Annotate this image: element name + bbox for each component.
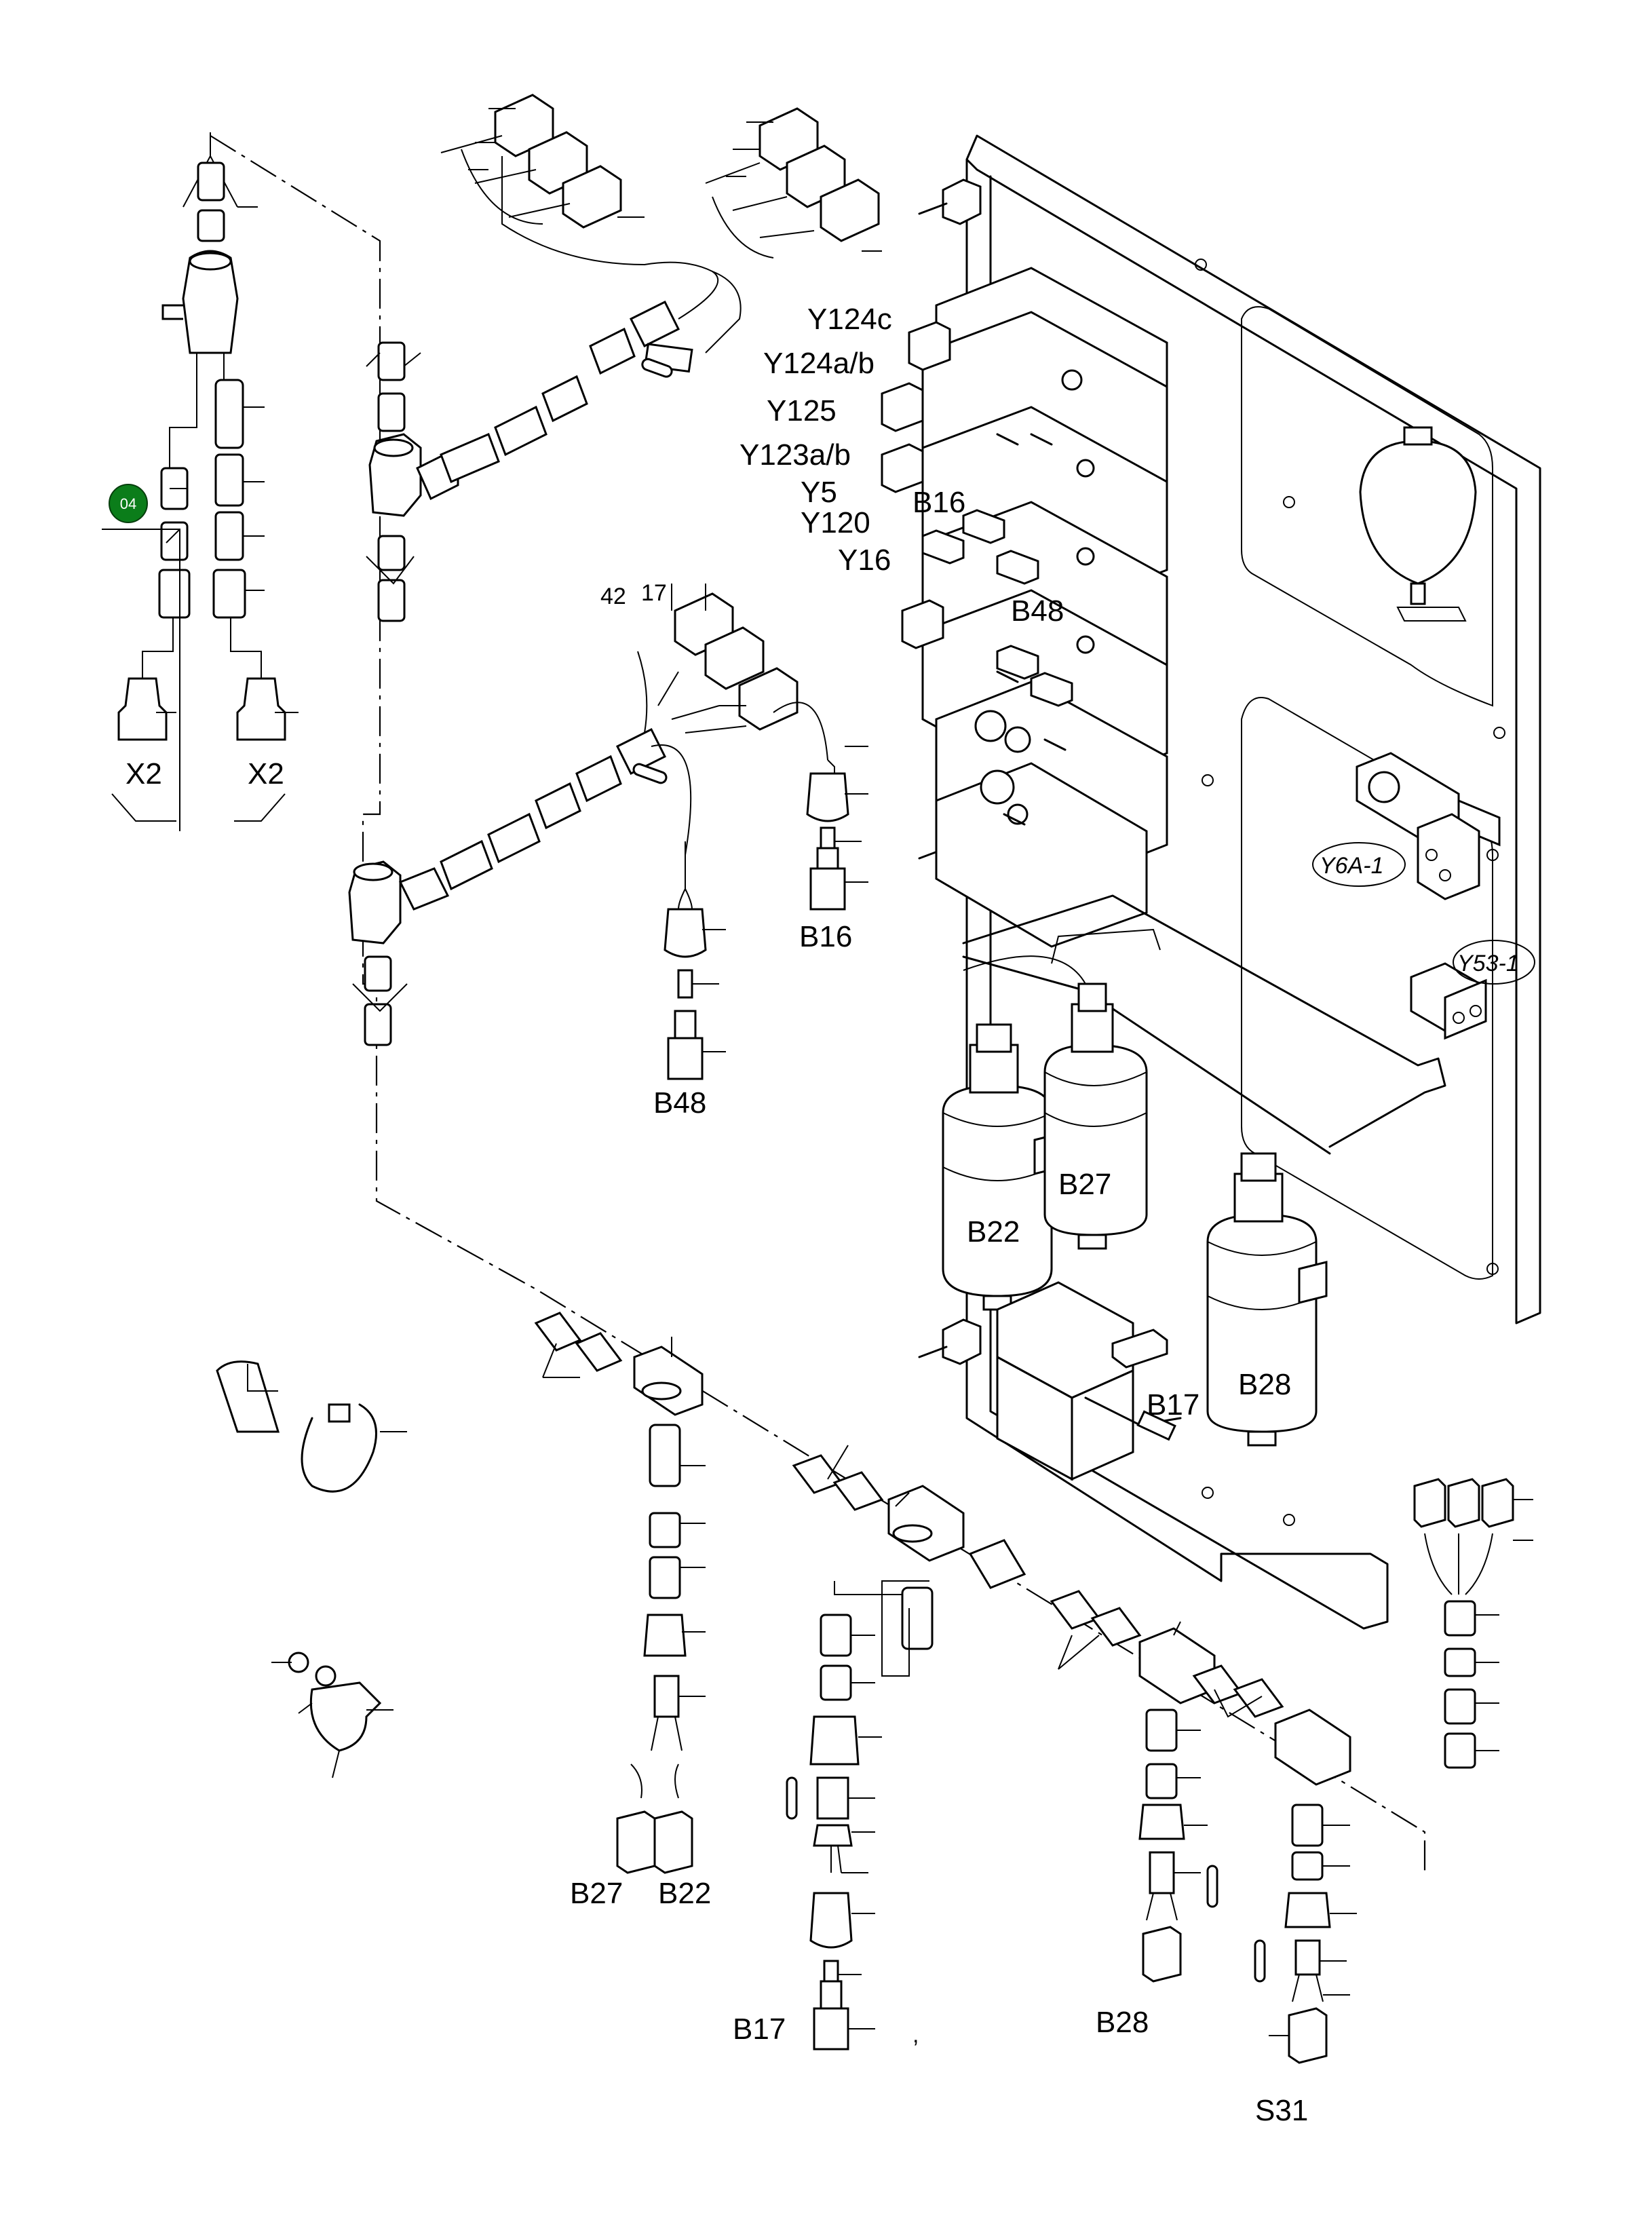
x2-label-right: X2 [248,757,284,790]
label-b16-sensor: B16 [799,920,852,953]
lower-route-chain-2 [792,1445,1351,1786]
label-b48-valve: B48 [1011,594,1064,628]
mid-connector-cluster [637,592,828,761]
label-b28-conn: B28 [1096,2006,1149,2039]
pin [1254,1939,1266,1983]
valve-block [881,267,1168,948]
sensor-b48 [664,841,726,1080]
label-y125: Y125 [767,394,837,427]
connector-s31-chain [1269,1804,1357,2064]
connector-b28-chain [1138,1709,1208,1983]
solenoid-y53 [1410,962,1487,1040]
label-b28-filter: B28 [1238,1368,1291,1401]
label-s31: S31 [1255,2094,1308,2127]
callout-y6a: Y6A-1 [1312,842,1406,887]
cable-sleeve [216,1360,280,1433]
mid-tee-group [348,727,692,1046]
pin [641,358,673,378]
right-connector-cluster [1413,1478,1533,1769]
pipe-clamp [271,1652,393,1778]
label-b22-conn: B22 [658,1877,711,1910]
label-y124c: Y124c [807,303,892,336]
label-b17-block: B17 [1147,1388,1199,1422]
upper-connector-chain [440,156,742,483]
svg-text:Y53-1: Y53-1 [1457,951,1519,976]
label-b27-filter: B27 [1058,1168,1111,1201]
label-b17-sensor: B17 [733,2013,786,2046]
top-connector-cluster-2 [705,107,880,259]
left-assembly [102,132,286,831]
pin [1206,1865,1218,1908]
lower-route-chain [534,1312,706,1874]
position-badge[interactable]: 04 [109,484,148,523]
sensor-b17-chain [809,1581,902,2051]
label-y123ab: Y123a/b [739,438,851,472]
label-y124ab: Y124a/b [763,347,875,380]
label-y5: Y5 [801,476,837,509]
pin [632,763,668,784]
label-b16-valve: B16 [913,486,965,519]
label-comma: , [913,2022,919,2048]
solenoid-y6a [1356,752,1501,900]
svg-text:X2: X2 [126,757,162,790]
cable-tie [301,1403,407,1493]
svg-text:04: 04 [120,495,136,512]
pin [786,1776,798,1820]
label-b27-conn: B27 [570,1877,623,1910]
label-17: 17 [641,580,667,606]
svg-text:Y6A-1: Y6A-1 [1320,853,1384,879]
label-b22-filter: B22 [967,1215,1020,1248]
label-42: 42 [600,584,626,609]
label-y16: Y16 [838,544,891,577]
callout-y53: Y53-1 [1453,940,1535,985]
sensor-b16 [806,746,868,911]
svg-text:X2: X2 [248,757,284,790]
top-connector-cluster-1 [440,94,622,229]
label-y120: Y120 [801,506,870,539]
filter-b28 [1206,1152,1328,1447]
accumulator [1359,426,1477,622]
filter-b27 [1043,983,1148,1250]
label-b48-sensor: B48 [653,1086,706,1120]
b17-block [996,1281,1182,1481]
x2-label-left: X2 [126,757,162,790]
